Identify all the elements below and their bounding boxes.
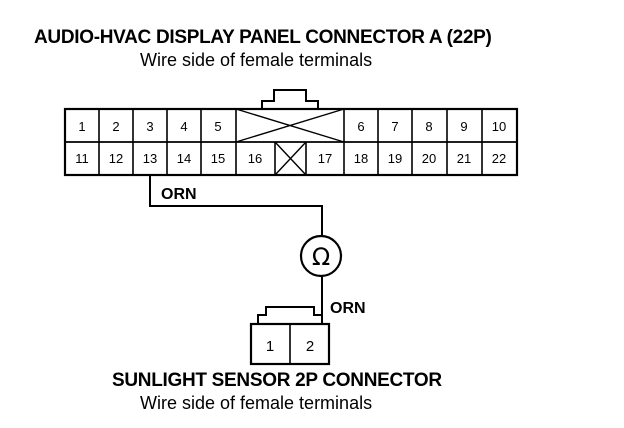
wire-color-label-bottom: ORN [330, 300, 366, 317]
wire-terminal-13-to-meter [149, 175, 323, 236]
connector-a-row2-grid [98, 142, 483, 175]
terminal-label: 15 [211, 151, 225, 166]
terminal-label: 22 [492, 151, 506, 166]
terminal-label: 17 [318, 151, 332, 166]
terminal-label: 11 [75, 151, 89, 166]
wire-color-label-top: ORN [161, 186, 197, 203]
terminal-label: 9 [460, 119, 467, 134]
terminal-label: 8 [425, 119, 432, 134]
terminal-label: 2 [306, 338, 314, 355]
connector-a-lock-tab [261, 89, 319, 109]
connector-b-title: SUNLIGHT SENSOR 2P CONNECTOR [112, 370, 442, 391]
terminal-label: 7 [391, 119, 398, 134]
terminal-label: 20 [422, 151, 436, 166]
ohm-symbol: Ω [312, 243, 330, 271]
terminal-label: 14 [177, 151, 191, 166]
terminal-label: 19 [388, 151, 402, 166]
connector-a-row1-grid [98, 109, 483, 142]
terminal-label: 10 [492, 119, 506, 134]
terminal-label: 2 [112, 119, 119, 134]
ohmmeter-icon: Ω [299, 234, 343, 278]
terminal-label: 5 [214, 119, 221, 134]
connector-a: 1 2 3 4 5 6 7 8 9 10 11 12 13 14 15 16 1… [63, 89, 519, 177]
terminal-label: 1 [78, 119, 85, 134]
terminal-label: 3 [146, 119, 153, 134]
terminal-label: 12 [109, 151, 123, 166]
connector-a-row2-labels: 11 12 13 14 15 16 17 18 19 20 21 22 [75, 151, 506, 166]
terminal-label: 18 [354, 151, 368, 166]
connector-a-title: AUDIO-HVAC DISPLAY PANEL CONNECTOR A (22… [34, 27, 492, 48]
connector-a-row2-blank-cavity [274, 141, 307, 176]
connector-a-row1-blank-cavity [235, 108, 345, 143]
terminal-label: 1 [266, 338, 274, 355]
terminal-label: 6 [357, 119, 364, 134]
connector-b: 1 2 [249, 306, 331, 366]
terminal-label: 4 [180, 119, 187, 134]
connector-a-subtitle: Wire side of female terminals [140, 50, 373, 70]
terminal-label: 21 [457, 151, 471, 166]
connector-b-subtitle: Wire side of female terminals [140, 393, 373, 413]
terminal-label: 16 [248, 151, 262, 166]
connector-a-row1-labels: 1 2 3 4 5 6 7 8 9 10 [78, 119, 506, 134]
terminal-label: 13 [143, 151, 157, 166]
connector-b-lock-tab [257, 306, 323, 324]
